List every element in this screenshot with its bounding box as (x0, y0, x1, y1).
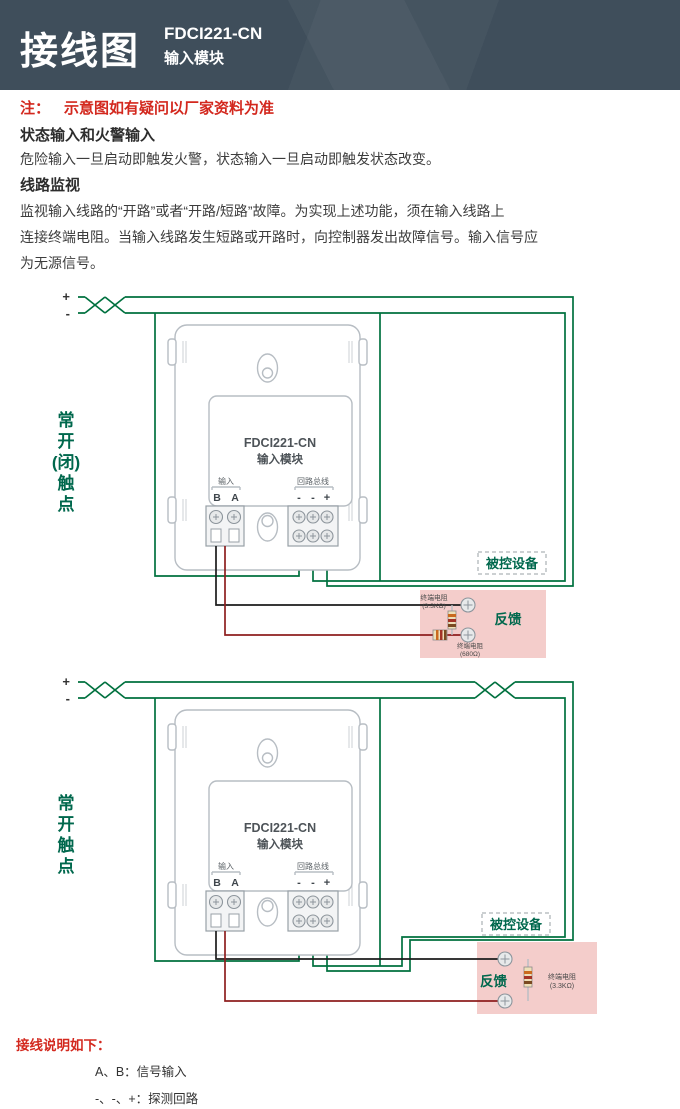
feedback-screw-top-icon (497, 951, 513, 967)
minus-label: - (66, 691, 70, 706)
loop-bus-wires (78, 296, 574, 587)
feedback-label: 反馈 (480, 973, 507, 989)
device-box (477, 942, 597, 1014)
eol-resistor-icon (523, 959, 533, 1001)
wiring-notes-title: 接线说明如下： (16, 1038, 111, 1053)
eol-resistor-value: (3.3KΩ) (550, 983, 574, 990)
wiring-note-line1: A、B：信号输入 (95, 1065, 187, 1079)
section2-body: 监视输入线路的“开路”或者“开路/短路”故障。为实现上述功能，须在输入线路上 连… (20, 198, 538, 276)
header-banner: 接线图 FDCI221-CN 输入模块 (0, 0, 680, 90)
feedback-label: 反馈 (495, 611, 523, 627)
signal-wire-a (224, 931, 498, 1002)
signal-wire-b (215, 546, 461, 606)
section2-line1: 监视输入线路的“开路”或者“开路/短路”故障。为实现上述功能，须在输入线路上 (20, 203, 505, 219)
signal-wire-b (215, 931, 498, 960)
warning-note: 注： 示意图如有疑问以厂家资料为准 (20, 97, 274, 118)
eol-resistor-name: 终端电阻 (420, 593, 447, 602)
diagram1: + - 被控设备 (62, 289, 574, 658)
feedback-screw-top-icon (460, 597, 476, 613)
device-title-box (481, 912, 551, 936)
device-title: 被控设备 (485, 556, 539, 571)
section1-title: 状态输入和火警输入 (20, 127, 156, 144)
device-title: 被控设备 (489, 917, 543, 932)
section2-line3: 为无源信号。 (20, 255, 104, 271)
eol-resistor-icon (447, 605, 457, 635)
feedback-screw-bottom-icon (497, 993, 513, 1009)
diagram2: + - 被控设备 (62, 674, 597, 1014)
contact-label-no-nc: 常 开 (闭) 触 点 (51, 411, 81, 514)
series-resistor-icon (432, 629, 448, 641)
signal-wire-a (224, 546, 461, 636)
eol-resistor-value: (3.3KΩ) (422, 603, 446, 610)
section2-line2: 连接终端电阻。当输入线路发生短路或开路时，向控制器发出故障信号。输入信号应 (20, 229, 538, 245)
series-resistor-name: 终端电阻 (457, 641, 484, 650)
minus-label: - (66, 306, 70, 321)
device-title-box (477, 551, 547, 575)
loop-bus-wires (78, 681, 574, 972)
series-resistor-value: (680Ω) (460, 651, 480, 658)
warning-note-prefix: 注： (20, 100, 51, 117)
plus-label: + (62, 289, 70, 304)
warning-note-text: 示意图如有疑问以厂家资料为准 (64, 100, 275, 117)
contact-label-no: 常 开 触 点 (57, 794, 75, 876)
section1-body: 危险输入一旦启动即触发火警，状态输入一旦启动即触发状态改变。 (20, 151, 440, 167)
device-box (420, 590, 546, 658)
plus-label: + (62, 674, 70, 689)
wiring-note-line2: -、-、+：探测回路 (95, 1092, 199, 1106)
feedback-screw-bottom-icon (460, 627, 476, 643)
eol-resistor-name: 终端电阻 (548, 972, 576, 981)
section2-title: 线路监视 (20, 177, 81, 194)
